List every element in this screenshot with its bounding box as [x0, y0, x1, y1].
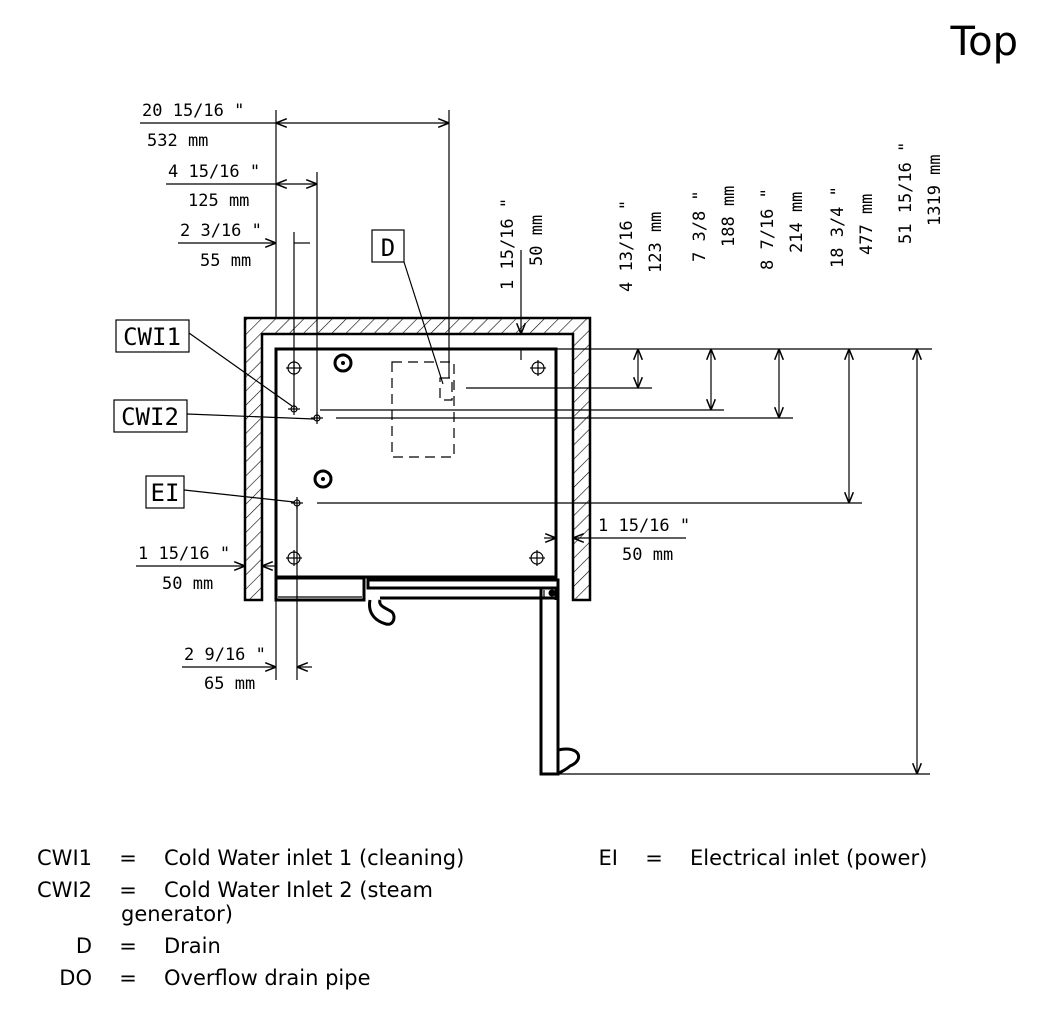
dimension-125: 4 15/16 " 125 mm — [166, 162, 318, 420]
dimension-477: 18 3/4 " 477 mm — [317, 186, 877, 504]
svg-text:477 mm: 477 mm — [857, 194, 877, 255]
dimension-214: 8 7/16 " 214 mm — [336, 188, 807, 419]
svg-text:125 mm: 125 mm — [188, 191, 249, 211]
svg-text:2 9/16 ": 2 9/16 " — [184, 645, 266, 665]
svg-text:50 mm: 50 mm — [527, 215, 547, 266]
port-circle-icon — [313, 469, 333, 489]
dimension-65: 2 9/16 " 65 mm — [182, 506, 312, 694]
door-hinge-icon — [548, 589, 556, 597]
svg-text:123 mm: 123 mm — [646, 212, 666, 273]
svg-text:1 15/16 ": 1 15/16 " — [498, 198, 518, 290]
svg-text:20 15/16 ": 20 15/16 " — [142, 101, 244, 121]
svg-text:1 15/16 ": 1 15/16 " — [598, 516, 690, 536]
tag-ei: EI — [151, 479, 180, 507]
svg-text:65 mm: 65 mm — [204, 674, 255, 694]
dimension-1319: 51 15/16 " 1319 mm — [560, 142, 945, 775]
tag-box-cwi1 — [115, 319, 190, 353]
svg-text:4 13/16 ": 4 13/16 " — [617, 200, 637, 292]
drain-point-icon — [439, 377, 453, 401]
tag-box-cwi2 — [113, 399, 188, 433]
svg-text:18 3/4 ": 18 3/4 " — [828, 186, 848, 268]
dimension-123: 4 13/16 " 123 mm — [466, 200, 666, 389]
port-circle-icon — [333, 353, 353, 373]
dimension-50-top: 1 15/16 " 50 mm — [498, 198, 547, 360]
dimension-50-right: 1 15/16 " 50 mm — [544, 516, 690, 565]
svg-text:532 mm: 532 mm — [147, 131, 208, 151]
svg-text:1319 mm: 1319 mm — [925, 154, 945, 226]
svg-text:2 3/16 ": 2 3/16 " — [180, 221, 262, 241]
svg-text:188 mm: 188 mm — [719, 186, 739, 247]
svg-text:214 mm: 214 mm — [787, 192, 807, 253]
svg-text:8 7/16 ": 8 7/16 " — [758, 188, 778, 270]
view-title: Top — [950, 19, 1019, 65]
foot-point-icon — [530, 360, 546, 376]
svg-text:51 15/16 ": 51 15/16 " — [896, 142, 916, 244]
dimension-532: 20 15/16 " 532 mm — [140, 101, 450, 378]
svg-text:1 15/16 ": 1 15/16 " — [138, 544, 230, 564]
tag-box-ei — [145, 475, 185, 509]
tag-cwi1: CWI1 — [123, 323, 181, 351]
housing-outline — [243, 316, 592, 602]
svg-text:7 3/8 ": 7 3/8 " — [690, 190, 710, 262]
svg-text:55 mm: 55 mm — [200, 251, 251, 271]
foot-point-icon — [529, 550, 545, 566]
dimension-50-left: 1 15/16 " 50 mm — [136, 544, 276, 594]
foot-point-icon — [286, 550, 302, 566]
svg-text:50 mm: 50 mm — [622, 545, 673, 565]
dimension-188: 7 3/8 " 188 mm — [320, 186, 739, 411]
open-door-panel — [539, 586, 581, 776]
dimension-55: 2 3/16 " 55 mm — [178, 221, 310, 410]
tag-d: D — [381, 234, 395, 262]
tag-box-d — [371, 229, 405, 263]
svg-text:4 15/16 ": 4 15/16 " — [168, 162, 260, 182]
svg-text:50 mm: 50 mm — [162, 574, 213, 594]
tag-cwi2: CWI2 — [121, 403, 179, 431]
